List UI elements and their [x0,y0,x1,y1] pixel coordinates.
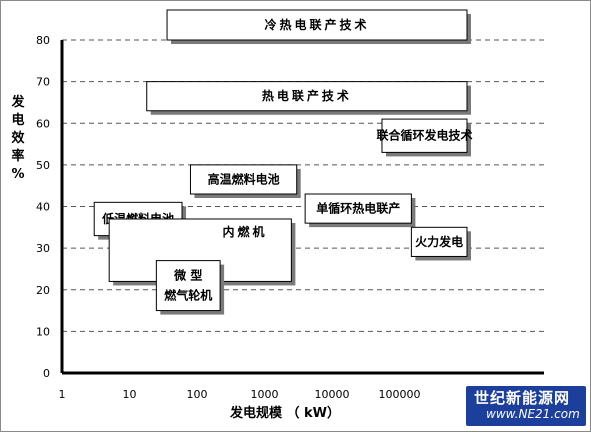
box-label: 燃气轮机 [164,288,212,303]
watermark-url: www.NE21.com [486,407,580,421]
technology-boxes: 冷热电联产技术热电联产技术联合循环发电技术高温燃料电池单循环热电联产低温燃料电池… [93,9,472,315]
technology-box: 联合循环发电技术 [376,118,472,157]
x-tick-label: 1000 [251,388,279,401]
box-rect [146,81,468,112]
technology-box: 热电联产技术 [146,81,471,115]
box-label: 冷热电联产技术 [265,17,370,32]
watermark-brand: 世纪新能源网 [474,389,571,407]
x-axis-label: 发电规模 （ kW） [229,405,340,421]
x-tick-label: 1 [59,388,66,401]
box-rect [410,226,468,257]
box-label: 单循环热电联产 [316,201,400,216]
box-rect [155,260,221,312]
technology-box: 高温燃料电池 [189,164,301,199]
box-label: 内燃机 [222,224,267,239]
y-tick-label: 70 [36,76,50,89]
technology-box: 火力发电 [410,226,471,261]
y-tick-label: 40 [36,201,50,214]
x-tick-label: 100 [187,388,208,401]
y-tick-label: 20 [36,284,50,297]
watermark-logo: 世纪新能源网 www.NE21.com [466,386,586,426]
y-tick-label: 80 [36,34,50,47]
axes [60,40,544,375]
box-rect [189,164,298,195]
y-tick-label: 0 [43,367,50,380]
box-rect [166,9,468,41]
technology-box: 单循环热电联产 [304,193,416,228]
x-tick-label: 10000 [315,388,350,401]
x-tick-label: 10 [123,388,137,401]
y-axis-label: 发电效率% [10,94,25,182]
box-label: 联合循环发电技术 [376,128,472,143]
box-label: 高温燃料电池 [208,171,280,186]
y-tick-label: 50 [36,159,50,172]
box-label: 火力发电 [415,234,463,249]
technology-box: 冷热电联产技术 [166,9,471,44]
box-label: 热电联产技术 [262,88,352,103]
y-tick-label: 60 [36,117,50,130]
box-rect [381,118,468,153]
box-label: 微 型 [173,268,202,283]
tick-labels: 0 10 20 30 40 50 60 70 80 1 10 100 1000 10000 100000 [36,34,421,401]
x-tick-label: 100000 [379,388,421,401]
y-tick-label: 30 [36,242,50,255]
box-rect [304,193,412,224]
y-tick-label: 10 [36,325,50,338]
